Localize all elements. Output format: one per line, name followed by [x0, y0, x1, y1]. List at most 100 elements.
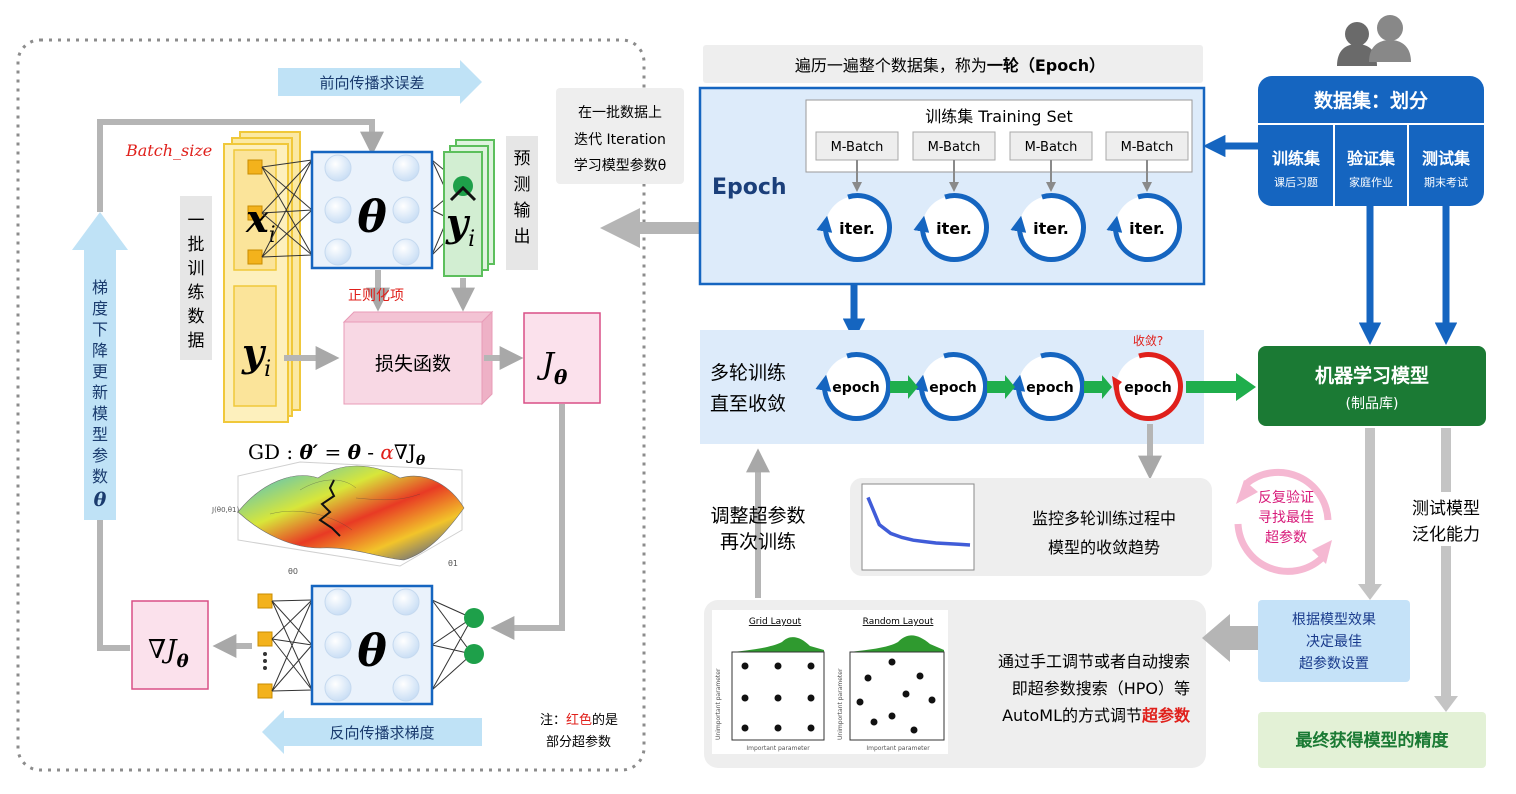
search-layout-figure — [712, 610, 948, 754]
epoch-circle-1: epoch — [815, 352, 892, 422]
gd-formula: GD : θ′ = θ - α∇Jθ — [248, 440, 426, 469]
iteration-note-3: 学习模型参数θ — [574, 157, 667, 174]
epoch-1-label: epoch — [832, 380, 879, 396]
split-test-sub: 期末考试 — [1424, 175, 1468, 189]
j-to-backward-arrow — [490, 404, 565, 640]
iteration-note-1: 在一批数据上 — [578, 105, 662, 121]
hidden-nodes-top — [324, 154, 420, 266]
grid-layout-plot — [731, 637, 825, 741]
split-train: 训练集 课后习题 — [1272, 149, 1321, 189]
left-panel-border — [16, 38, 646, 772]
mbatch-2 — [912, 131, 996, 161]
final-accuracy-label: 最终获得模型的精度 — [1296, 730, 1450, 751]
surface-z-label: J(θ0,θ1) — [211, 506, 239, 514]
random-layout-title: Random Layout — [863, 617, 934, 627]
pred-char-4: 出 — [514, 227, 531, 247]
loss-function-box — [342, 310, 494, 406]
gd-char-5: 更 — [92, 362, 108, 381]
split-validation-name: 验证集 — [1347, 149, 1396, 168]
input-neurons-top — [247, 159, 263, 265]
mbatch-4-label: M-Batch — [1121, 140, 1174, 155]
iter-circle-1: iter. — [816, 193, 893, 263]
split-test-name: 测试集 — [1422, 149, 1471, 168]
best-to-hpo-arrow — [1202, 614, 1258, 662]
model-sub: (制品库) — [1346, 396, 1399, 412]
best-hparams-box — [1258, 600, 1410, 682]
test-generalize-2: 泛化能力 — [1412, 525, 1480, 545]
convergence-line — [866, 496, 971, 547]
gradient-box — [131, 600, 209, 690]
yhat-symbol: yi — [445, 200, 475, 252]
convergence-mini-chart — [861, 483, 975, 571]
model-title: 机器学习模型 — [1315, 364, 1429, 387]
iter-circle-2: iter. — [913, 193, 990, 263]
epoch-title-bar — [703, 45, 1203, 83]
epoch-4-label: epoch — [1124, 380, 1171, 396]
batch-char-3: 训 — [188, 259, 205, 279]
batch-char-5: 数 — [188, 307, 205, 327]
pred-char-1: 预 — [514, 149, 531, 169]
training-set-label: 训练集 Training Set — [925, 107, 1073, 126]
batch-size-label: Batch_size — [125, 141, 212, 160]
theta-top: θ — [357, 192, 387, 243]
epoch-circle-2: epoch — [912, 352, 989, 422]
epoch-2-label: epoch — [929, 380, 976, 396]
random-layout-plot — [849, 635, 945, 741]
prediction-stack — [443, 139, 495, 277]
gd-char-3: 下 — [92, 320, 108, 339]
split-train-sub: 课后习题 — [1274, 176, 1318, 189]
epoch-title-text: 遍历一遍整个数据集，称为一轮（Epoch） — [795, 56, 1105, 75]
batch-data-label-box — [180, 196, 212, 360]
grid-x-label: Important parameter — [746, 745, 810, 752]
repeat-line-2: 寻找最佳 — [1258, 510, 1314, 526]
best-hparams-2: 决定最佳 — [1306, 634, 1362, 650]
iter-2-label: iter. — [936, 219, 972, 238]
epoch-to-left-arrow — [600, 208, 700, 248]
y-symbol: yi — [241, 330, 271, 382]
note-line-1: 注：红色的是 — [540, 712, 618, 728]
multi-epoch-line-2: 直至收敛 — [710, 393, 786, 415]
hpo-line-1: 通过手工调节或者自动搜索 — [998, 652, 1190, 671]
iter-1-label: iter. — [839, 219, 875, 238]
prediction-label-box — [506, 136, 538, 270]
split-validation-sub: 家庭作业 — [1349, 175, 1393, 189]
users-icon — [1337, 15, 1411, 66]
gradient-descent-banner — [72, 212, 128, 520]
repeat-validate-ring — [1234, 468, 1332, 575]
regularization-label: 正则化项 — [348, 288, 404, 304]
best-hparams-1: 根据模型效果 — [1292, 612, 1376, 628]
pred-vertical-text: 预 测 输 出 — [514, 149, 531, 247]
adjust-line-1: 调整超参数 — [710, 505, 805, 527]
monitor-line-1: 监控多轮训练过程中 — [1032, 509, 1176, 528]
yhat-hat — [449, 185, 477, 202]
iteration-note-2: 迭代 Iteration — [574, 132, 666, 148]
epoch-circle-3: epoch — [1009, 352, 1086, 422]
batch-char-6: 据 — [188, 331, 205, 351]
surface-x-label: θ0 — [288, 567, 298, 576]
pred-char-3: 输 — [514, 201, 531, 221]
epoch-box-label: Epoch — [712, 175, 787, 200]
epoch-green-arrows — [890, 373, 1256, 401]
mbatch-4 — [1105, 131, 1189, 161]
epoch-circle-4: epoch — [1112, 352, 1184, 422]
loss-label: 损失函数 — [375, 353, 451, 375]
batch-vertical-text: 一 批 训 练 数 据 — [188, 211, 205, 351]
gd-char-1: 梯 — [92, 278, 108, 297]
gd-char-10: 数 — [92, 467, 108, 486]
mbatch-to-iter-arrows — [852, 160, 1152, 192]
split-validation: 验证集 家庭作业 — [1347, 149, 1396, 189]
mbatch-1-label: M-Batch — [831, 140, 884, 155]
backward-label: 反向传播求梯度 — [329, 724, 434, 742]
mbatch-3 — [1009, 131, 1093, 161]
mbatch-1 — [815, 131, 899, 161]
backward-propagation-banner: 反向传播求梯度 — [262, 710, 482, 754]
gd-char-8: 型 — [92, 425, 108, 444]
hpo-line-2: 即超参数搜索（HPO）等 — [1012, 679, 1190, 698]
pred-char-2: 测 — [514, 175, 531, 195]
epoch-3-label: epoch — [1026, 380, 1073, 396]
dataset-panel — [1258, 76, 1484, 206]
monitor-line-2: 模型的收敛趋势 — [1048, 538, 1160, 557]
loss-surface-plot: J(θ0,θ1) θ0 θ1 — [211, 461, 465, 576]
split-train-name: 训练集 — [1272, 149, 1321, 168]
